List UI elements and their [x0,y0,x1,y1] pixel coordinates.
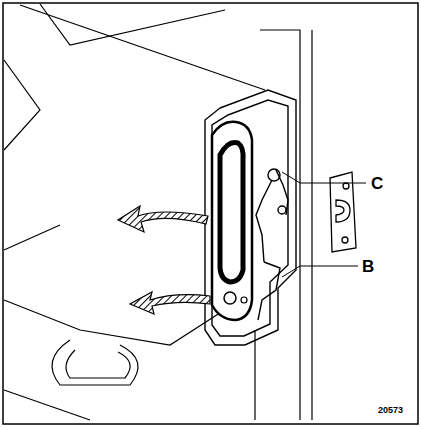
door-panel [4,4,312,420]
figure-number: 20573 [378,406,403,415]
part-letter: C [371,175,383,192]
door-handle [212,122,252,320]
handle-bracket [205,90,296,345]
leader-lines [282,172,366,277]
lock-rods [256,169,288,320]
part-letter: B [362,258,374,275]
movement-arrows [118,206,210,314]
frame [3,3,418,424]
striker [330,172,356,252]
